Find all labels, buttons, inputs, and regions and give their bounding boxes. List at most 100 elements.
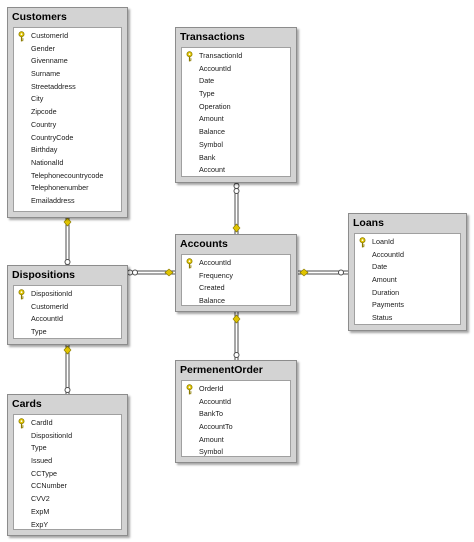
field-row[interactable]: Balance — [182, 126, 290, 139]
relationship-customers-dispositions[interactable] — [63, 217, 72, 265]
field-row[interactable]: Gender — [14, 43, 121, 56]
table-title: Loans — [353, 217, 384, 229]
field-row[interactable]: CCNumber — [14, 480, 121, 493]
field-row[interactable]: Bank — [182, 152, 290, 165]
field-row[interactable]: ExpM — [14, 506, 121, 519]
field-row[interactable]: Streetaddress — [14, 81, 121, 94]
relationship-accounts-dispositions[interactable] — [127, 268, 175, 277]
field-row[interactable]: Symbol — [182, 446, 290, 456]
field-name: ExpM — [31, 506, 50, 516]
field-name: Amount — [372, 275, 397, 285]
field-row[interactable]: ExpY — [14, 519, 121, 530]
field-row[interactable]: Issued — [14, 455, 121, 468]
field-name: NationalId — [31, 157, 64, 167]
key-icon — [185, 51, 194, 62]
field-row-primary-key[interactable]: CustomerId — [14, 30, 121, 43]
field-row[interactable]: Balance — [182, 295, 290, 305]
field-row[interactable]: Duration — [355, 287, 460, 300]
table-title: Dispositions — [12, 269, 76, 281]
field-row[interactable]: AccountId — [355, 249, 460, 262]
table-title: Accounts — [180, 238, 228, 250]
field-row-primary-key[interactable]: DispositionId — [14, 288, 121, 301]
field-row[interactable]: Type — [182, 88, 290, 101]
field-row[interactable]: Telephonenumber — [14, 182, 121, 195]
field-name: Type — [199, 89, 215, 99]
field-name: DispositionId — [31, 430, 73, 440]
field-row[interactable]: BankTo — [182, 408, 290, 421]
field-row-primary-key[interactable]: OrderId — [182, 383, 290, 396]
field-name: Country — [31, 119, 57, 129]
field-name: OrderId — [199, 384, 224, 393]
table-title: Customers — [12, 11, 67, 23]
field-row[interactable]: Amount — [355, 274, 460, 287]
field-row[interactable]: City — [14, 93, 121, 106]
field-name: CVV2 — [31, 494, 50, 504]
key-icon — [17, 289, 26, 300]
field-row[interactable]: CCType — [14, 468, 121, 481]
field-row[interactable]: Givenname — [14, 55, 121, 68]
field-row[interactable]: Created — [182, 282, 290, 295]
field-row[interactable]: Status — [355, 312, 460, 324]
field-row[interactable]: AccountId — [182, 396, 290, 409]
field-row[interactable]: Telephonecountrycode — [14, 170, 121, 183]
field-row[interactable]: Surname — [14, 68, 121, 81]
field-row[interactable]: Emailaddress — [14, 195, 121, 208]
field-row[interactable]: NationalId — [14, 157, 121, 170]
field-name: Amount — [199, 434, 224, 444]
field-row-primary-key[interactable]: LoanId — [355, 236, 460, 249]
field-row[interactable]: Date — [182, 75, 290, 88]
field-name: Emailaddress — [31, 195, 75, 205]
field-name: AccountTo — [199, 422, 233, 432]
field-name: Date — [199, 76, 215, 86]
field-row[interactable]: Amount — [182, 434, 290, 447]
field-row[interactable]: Symbol — [182, 139, 290, 152]
field-name: LoanId — [372, 237, 394, 246]
key-icon — [358, 237, 367, 248]
field-name: Givenname — [31, 56, 68, 66]
field-name: Status — [372, 313, 393, 323]
field-row[interactable]: Zipcode — [14, 106, 121, 119]
key-icon — [185, 384, 194, 395]
field-row[interactable]: DispositionId — [14, 430, 121, 443]
field-row[interactable]: CVV2 — [14, 493, 121, 506]
field-row[interactable]: AccountId — [14, 313, 121, 326]
field-name: Symbol — [199, 139, 223, 149]
table-title: PermenentOrder — [180, 364, 263, 376]
field-row[interactable]: Frequency — [182, 270, 290, 283]
field-row[interactable]: CustomerId — [14, 301, 121, 314]
field-row[interactable]: Operation — [182, 101, 290, 114]
field-row[interactable]: Country — [14, 119, 121, 132]
relationship-accounts-permenentorder[interactable] — [232, 312, 241, 360]
field-name: ExpY — [31, 519, 49, 529]
field-name: Frequency — [199, 270, 233, 280]
field-row[interactable]: AccountId — [182, 63, 290, 76]
field-row[interactable]: Birthday — [14, 144, 121, 157]
field-row[interactable]: Payments — [355, 299, 460, 312]
field-row[interactable]: Type — [14, 442, 121, 455]
field-row[interactable]: Date — [355, 261, 460, 274]
field-name: Account — [199, 165, 225, 175]
field-row[interactable]: Amount — [182, 113, 290, 126]
field-row[interactable]: AccountTo — [182, 421, 290, 434]
field-row[interactable]: CountryCode — [14, 132, 121, 145]
field-row-primary-key[interactable]: CardId — [14, 417, 121, 430]
field-row-primary-key[interactable]: AccountId — [182, 257, 290, 270]
field-row[interactable]: Type — [14, 326, 121, 338]
field-row-primary-key[interactable]: TransactionId — [182, 50, 290, 63]
field-row[interactable]: Account — [182, 164, 290, 176]
relationship-dispositions-cards[interactable] — [63, 345, 72, 394]
relationship-accounts-loans[interactable] — [298, 268, 348, 277]
relationship-accounts-transactions[interactable] — [232, 183, 241, 234]
